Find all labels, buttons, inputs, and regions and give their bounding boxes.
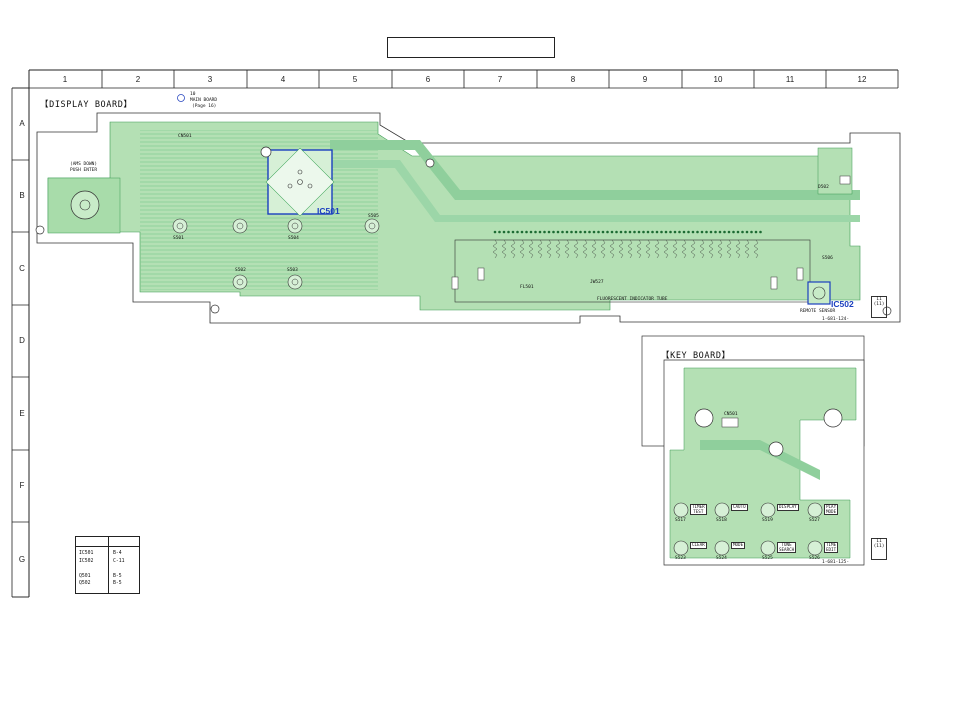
silk-d502: D502 — [818, 185, 829, 190]
ic502-label: IC502 — [831, 299, 854, 309]
grid-col-label: 3 — [207, 75, 213, 84]
connector-ref-board: MAIN BOARD — [190, 98, 218, 103]
silk-remote-sensor: REMOTE SENSOR — [800, 309, 836, 314]
grid-row-label: E — [19, 408, 25, 418]
key-bottom-0-button — [673, 540, 689, 556]
display-sheet-tag-num: 11 — [876, 297, 882, 302]
key-bottom-3-label: TIME EDIT — [824, 542, 839, 554]
grid-col-label: 9 — [642, 75, 648, 84]
grid-col-label: 2 — [135, 75, 141, 84]
connector-ref-marker-icon — [177, 94, 185, 102]
silk-display-part-no: 1-681-124- — [822, 317, 850, 322]
legend-ref: Q502 — [79, 581, 91, 586]
silk-s503: S503 — [287, 268, 298, 273]
key-top-2-label: DISPLAY — [777, 504, 799, 511]
key-top-0-button — [673, 502, 689, 518]
legend-location: B-5 — [113, 581, 122, 586]
key-bottom-1-label: MODE — [731, 542, 746, 549]
grid-row-label: A — [19, 119, 25, 128]
key-bottom-1-button — [714, 540, 730, 556]
key-top-3-button — [807, 502, 823, 518]
silk-s505: S505 — [368, 214, 379, 219]
silk-s504: S504 — [288, 236, 299, 241]
grid-col-label: 7 — [497, 75, 503, 84]
key-sheet-tag-num: 11 — [876, 539, 882, 544]
display-board-title: 【DISPLAY BOARD】 — [40, 100, 133, 110]
key-bottom-2-label: TUNE SEARCH — [777, 542, 797, 554]
legend-header — [76, 537, 139, 547]
silk-s502: S502 — [235, 268, 246, 273]
grid-col-label: 10 — [713, 75, 723, 84]
key-top-1-ref: S518 — [716, 518, 727, 523]
silk-fluorescent-tube: FLUORESCENT INDICATOR TUBE — [597, 297, 668, 302]
silk-cn501: CN501 — [178, 134, 192, 139]
key-bottom-2-ref: S525 — [762, 556, 773, 561]
silk-fl501: FL501 — [520, 285, 534, 290]
key-board-title: 【KEY BOARD】 — [661, 351, 731, 361]
key-board-connector: CN501 — [724, 412, 738, 417]
key-top-1-button — [714, 502, 730, 518]
silk-ams-down: (AMS DOWN) — [70, 162, 98, 167]
key-sheet-tag-page: (11) — [873, 544, 885, 549]
key-top-3-label: PLAY MODE — [824, 504, 839, 516]
key-bottom-3-button — [807, 540, 823, 556]
silk-s506: S506 — [822, 256, 833, 261]
grid-col-label: 1 — [62, 75, 68, 84]
silk-jw527: JW527 — [590, 280, 604, 285]
title-box — [387, 37, 555, 58]
key-sheet-tag: 11 (11) — [871, 538, 887, 560]
grid-col-label: 4 — [280, 75, 286, 84]
legend-location: C-11 — [113, 558, 125, 564]
key-top-0-ref: S517 — [675, 518, 686, 523]
key-top-1-label: CAUTO — [731, 504, 748, 511]
key-bottom-3-ref: S526 — [809, 556, 820, 561]
key-bottom-0-label: CLEAR — [690, 542, 707, 549]
silk-s501: S501 — [173, 236, 184, 241]
legend-location: B-5 — [113, 573, 122, 579]
connector-ref-number: 10 — [190, 92, 196, 97]
legend-ref: IC501 — [79, 551, 94, 556]
grid-row-label: F — [19, 481, 25, 490]
legend-ref: IC502 — [79, 558, 94, 564]
key-top-0-label: TIMER TEST — [690, 504, 707, 516]
key-top-2-button — [760, 502, 776, 518]
grid-col-label: 6 — [425, 75, 431, 84]
ic502-outline — [807, 281, 831, 305]
legend-ref: Q501 — [79, 573, 91, 579]
grid-row-label: C — [19, 263, 25, 273]
display-sheet-tag-page: (11) — [873, 302, 885, 307]
display-sheet-tag: 11 (11) — [871, 296, 887, 318]
key-bottom-0-ref: S523 — [675, 556, 686, 561]
grid-col-label: 12 — [857, 75, 867, 84]
silk-push-enter: PUSH ENTER — [70, 168, 98, 173]
key-bottom-1-ref: S524 — [716, 556, 727, 561]
key-top-3-ref: S527 — [809, 518, 820, 523]
key-board-part-no: 1-681-125- — [822, 560, 850, 565]
connector-ref-page: (Page 16) — [192, 104, 217, 109]
legend-location: B-4 — [113, 551, 122, 556]
ic501-label: IC501 — [317, 206, 340, 216]
grid-row-label: B — [19, 191, 25, 200]
grid-col-label: 11 — [785, 75, 795, 84]
grid-col-label: 8 — [570, 75, 576, 84]
key-bottom-2-button — [760, 540, 776, 556]
key-top-2-ref: S519 — [762, 518, 773, 523]
grid-row-label: G — [18, 554, 26, 564]
grid-col-label: 5 — [352, 75, 358, 84]
grid-row-label: D — [19, 336, 25, 345]
